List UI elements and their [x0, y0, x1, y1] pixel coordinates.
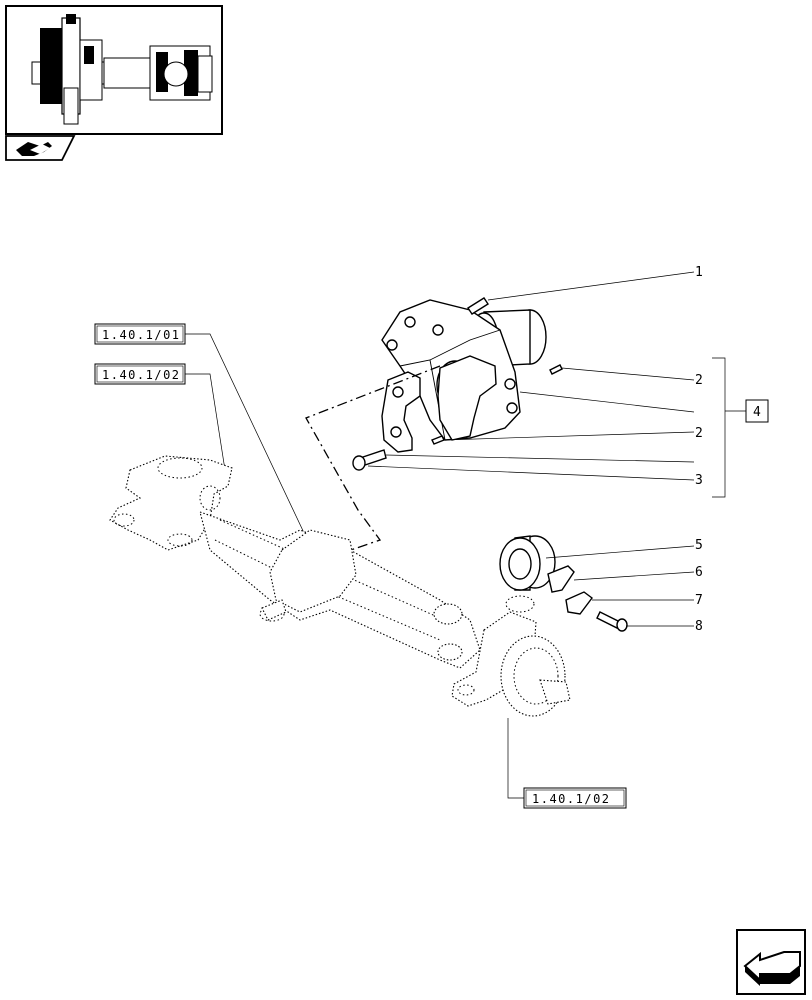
vehicle-section-icon [16, 142, 52, 156]
axle-assembly-thumbnail-icon [31, 14, 213, 125]
small-parts [499, 535, 628, 632]
callout-5[interactable]: 5 [695, 538, 703, 553]
group-box-label: 4 [753, 405, 761, 420]
reference-label-3: 1.40.1/02 [532, 792, 611, 806]
return-arrow-icon [743, 951, 801, 986]
callout-2b[interactable]: 2 [695, 426, 703, 441]
reference-label-2: 1.40.1/02 [102, 368, 181, 382]
reference-box-1[interactable]: 1.40.1/01 [94, 323, 186, 345]
steering-housing-assembly [352, 297, 563, 471]
front-axle-assembly [109, 455, 571, 717]
reference-label-1: 1.40.1/01 [102, 328, 181, 342]
group-box[interactable]: 4 [745, 399, 769, 423]
callout-6[interactable]: 6 [695, 565, 703, 580]
nav-button[interactable] [736, 929, 806, 995]
callout-leaders [367, 271, 695, 627]
thumbnail-panel[interactable] [5, 5, 223, 135]
group-bracket [712, 357, 746, 498]
callout-7[interactable]: 7 [695, 593, 703, 608]
callout-2a[interactable]: 2 [695, 373, 703, 388]
callout-1[interactable]: 1 [695, 265, 703, 280]
section-tab[interactable] [5, 135, 76, 161]
reference-box-3[interactable]: 1.40.1/02 [523, 787, 627, 809]
callout-3[interactable]: 3 [695, 473, 703, 488]
callout-8[interactable]: 8 [695, 619, 703, 634]
reference-box-2[interactable]: 1.40.1/02 [94, 363, 186, 385]
